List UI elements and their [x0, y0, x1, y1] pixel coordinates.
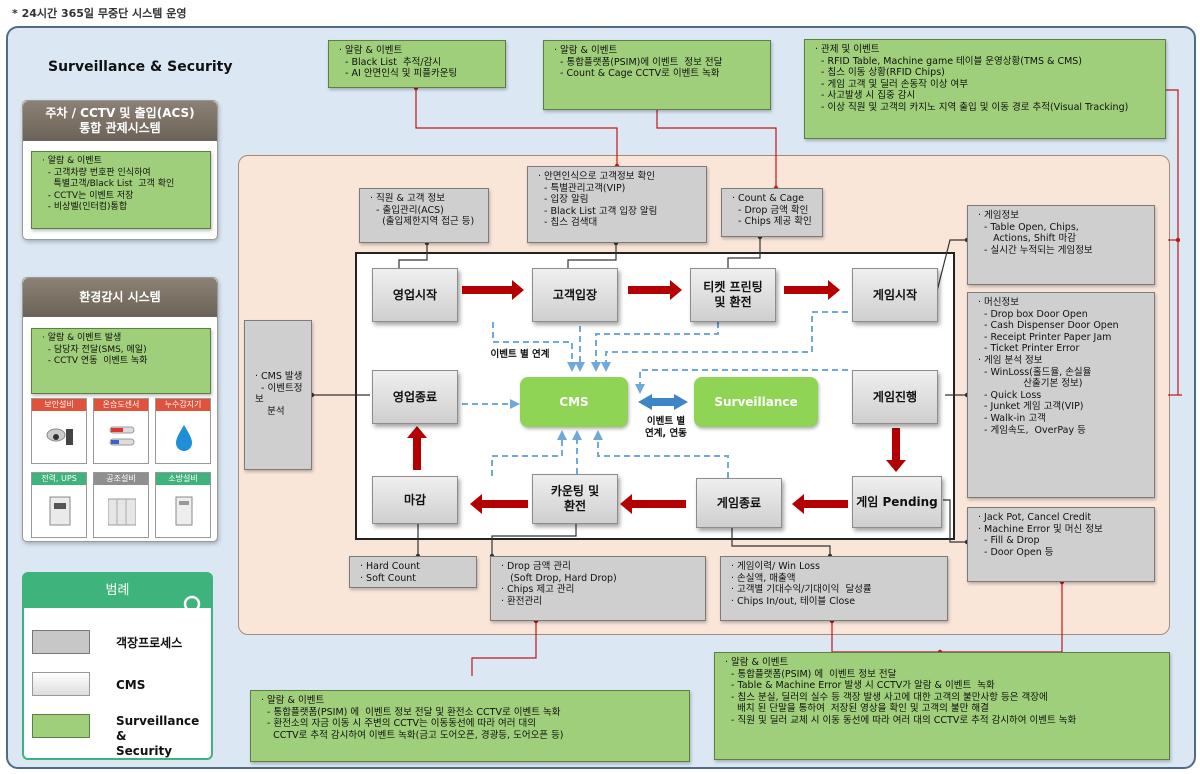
process-game-pending: 게임 Pending: [852, 476, 942, 528]
equipment-tile: 전력, UPS: [31, 472, 87, 538]
cms-node: CMS: [520, 377, 628, 427]
legend-label-surveillance: Surveillance & Security: [116, 714, 200, 758]
fire-panel-icon: [170, 493, 198, 529]
parking-panel-notes: · 알람 & 이벤트 - 고객차량 번호판 인식하여 특별고객/Black Li…: [31, 151, 211, 229]
equipment-tile: 공조설비: [93, 472, 149, 538]
process-entry: 고객입장: [532, 268, 618, 322]
process-game-start: 게임시작: [852, 268, 938, 322]
legend-swatch-surveillance: [32, 714, 90, 738]
equipment-tile-label: 보안설비: [32, 399, 86, 411]
process-close-business: 영업종료: [372, 370, 458, 424]
event-link-label: 이벤트 별 연계: [490, 349, 550, 360]
note-face-recognition: · 안면인식으로 고객정보 확인 - 특별관리고객(VIP) - 입장 알림 -…: [527, 166, 707, 243]
note-count-cage: · Count & Cage - Drop 금액 확인 - Chips 제공 확…: [721, 188, 823, 237]
equipment-tile-label: 공조설비: [94, 473, 148, 485]
note-game-info: · 게임정보 - Table Open, Chips, Actions, Shi…: [967, 205, 1155, 285]
search-icon: [183, 595, 207, 619]
hvac-icon: [107, 493, 137, 529]
equipment-tile: 소방설비: [155, 472, 211, 538]
legend-title: 범례: [24, 574, 211, 608]
section-title: Surveillance & Security: [48, 59, 233, 75]
process-counting: 카운팅 및 환전: [532, 474, 618, 524]
top-note: * 24시간 365일 무중단 시스템 운영: [12, 7, 187, 20]
note-error-tracking: · 알람 & 이벤트 - 통합플랫폼(PSIM) 에 이벤트 정보 전달 - T…: [714, 652, 1170, 760]
process-closing: 마감: [372, 476, 458, 524]
note-exchange-cctv: · 알람 & 이벤트 - 통합플랫폼(PSIM) 에 이벤트 정보 전달 및 환…: [250, 690, 690, 762]
note-drop-management: · Drop 금액 관리 (Soft Drop, Hard Drop) · Ch…: [490, 556, 706, 621]
legend: 범례 객장프로세스 CMS Surveillance & Security: [22, 572, 213, 760]
process-ticket: 티켓 프린팅 및 환전: [690, 268, 776, 322]
note-psim-countcage: · 알람 & 이벤트 - 통합플랫폼(PSIM)에 이벤트 정보 전달 - Co…: [543, 40, 771, 110]
process-game-progress: 게임진행: [852, 370, 938, 424]
legend-swatch-cms: [32, 672, 90, 696]
ups-icon: [46, 493, 74, 529]
note-jackpot: · Jack Pot, Cancel Credit · Machine Erro…: [967, 507, 1155, 582]
note-cms-event: · CMS 발생 - 이벤트정보 분석: [244, 320, 312, 470]
equipment-tile-label: 누수감지기: [156, 399, 210, 411]
parking-panel-title: 주차 / CCTV 및 출입(ACS) 통합 관제시스템: [23, 101, 217, 141]
equipment-tile: 보안설비: [31, 398, 87, 464]
water-drop-icon: [170, 419, 198, 455]
legend-label-cms: CMS: [116, 678, 146, 692]
equipment-tile-label: 온습도센서: [94, 399, 148, 411]
equipment-tile: 누수감지기: [155, 398, 211, 464]
note-rfid-control: · 관제 및 이벤트 - RFID Table, Machine game 테이…: [804, 39, 1166, 139]
equipment-tile: 온습도센서: [93, 398, 149, 464]
equipment-tile-label: 소방설비: [156, 473, 210, 485]
note-machine-info: · 머신정보 - Drop box Door Open - Cash Dispe…: [967, 292, 1155, 498]
environment-panel-title: 환경감시 시스템: [23, 278, 217, 317]
environment-panel-notes: · 알람 & 이벤트 발생 - 담당자 전달(SMS, 메일) - CCTV 연…: [31, 328, 211, 394]
legend-swatch-process: [32, 630, 90, 654]
surveillance-node: Surveillance: [694, 377, 818, 427]
equipment-tile-label: 전력, UPS: [32, 473, 86, 485]
parking-panel: 주차 / CCTV 및 출입(ACS) 통합 관제시스템 · 알람 & 이벤트 …: [22, 100, 218, 240]
environment-panel: 환경감시 시스템 · 알람 & 이벤트 발생 - 담당자 전달(SMS, 메일)…: [22, 277, 218, 542]
note-game-history: · 게임이력/ Win Loss · 손실액, 매출액 · 고객별 기대수익/기…: [720, 556, 948, 621]
event-link-sync-label: 이벤트 별 연계, 연동: [645, 416, 687, 439]
note-staff-acs: · 직원 & 고객 정보 - 출입관리(ACS) (출입제한지역 접근 등): [359, 188, 489, 243]
note-blacklist-ai: · 알람 & 이벤트 - Black List 추적/감시 - AI 안면인식 …: [328, 40, 506, 88]
process-game-end: 게임종료: [696, 478, 782, 528]
process-open: 영업시작: [372, 268, 458, 322]
thermometer-icon: [108, 419, 136, 455]
legend-label-process: 객장프로세스: [116, 636, 183, 650]
cctv-camera-icon: [46, 419, 74, 455]
note-hard-soft-count: · Hard Count · Soft Count: [349, 556, 477, 588]
